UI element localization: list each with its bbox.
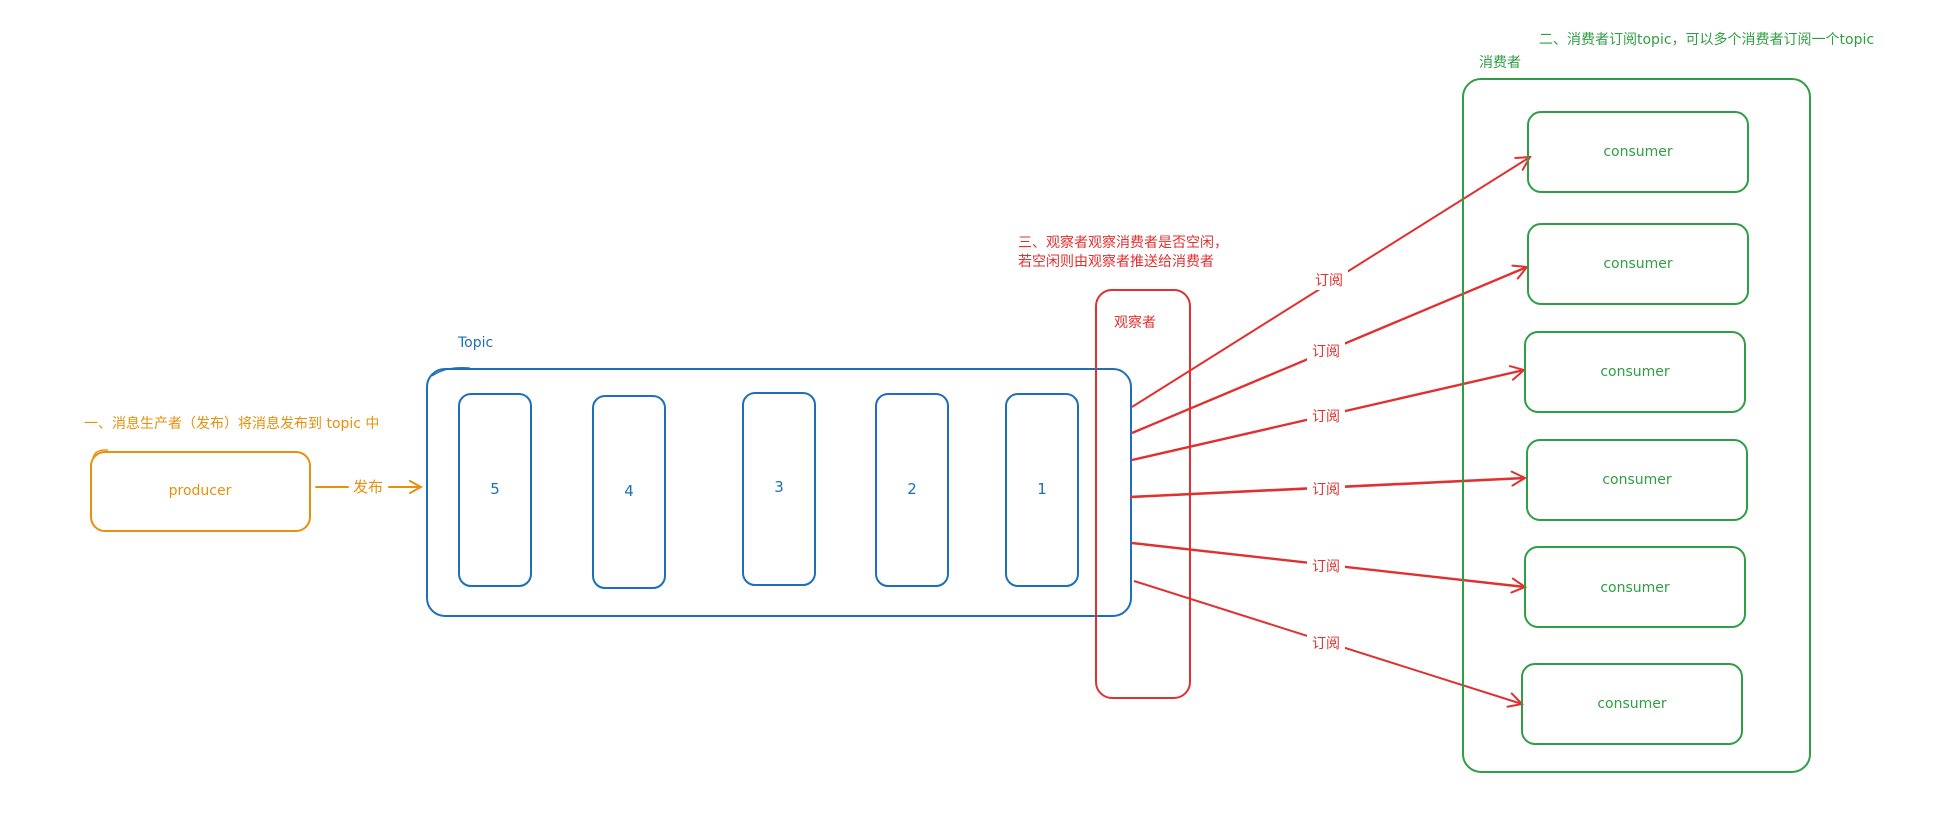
topic-message-number: 3 bbox=[774, 478, 784, 496]
topic-message-number: 4 bbox=[624, 482, 634, 500]
subscribe-label: 订阅 bbox=[1315, 273, 1343, 289]
topic-message-slot: 3 bbox=[742, 392, 816, 586]
observer-label: 观察者 bbox=[1114, 314, 1156, 331]
topic-title: Topic bbox=[457, 335, 493, 351]
consumer-note: 二、消费者订阅topic，可以多个消费者订阅一个topic bbox=[1539, 31, 1874, 48]
topic-message-slot: 2 bbox=[875, 393, 949, 587]
consumer-group-label: 消费者 bbox=[1479, 55, 1521, 71]
consumer-box[interactable]: consumer bbox=[1526, 439, 1748, 521]
consumer-box[interactable]: consumer bbox=[1527, 223, 1749, 305]
topic-section: Topic 5 4 3 2 1 bbox=[426, 335, 1132, 617]
topic-message-number: 5 bbox=[490, 480, 500, 498]
subscribe-arrow: 订阅 bbox=[1131, 157, 1530, 408]
subscribe-arrow: 订阅 bbox=[1133, 580, 1522, 704]
subscribe-arrow: 订阅 bbox=[1131, 541, 1525, 587]
subscribe-arrow: 订阅 bbox=[1129, 477, 1525, 499]
consumer-label: consumer bbox=[1597, 696, 1667, 712]
publish-label: 发布 bbox=[353, 478, 383, 496]
subscribe-label: 订阅 bbox=[1312, 636, 1340, 652]
topic-container bbox=[426, 368, 1132, 617]
consumer-label: consumer bbox=[1603, 256, 1673, 272]
consumer-box[interactable]: consumer bbox=[1524, 331, 1746, 413]
topic-message-slot: 4 bbox=[592, 395, 666, 589]
producer-box[interactable]: producer bbox=[90, 449, 311, 532]
observer-note-line1: 三、观察者观察消费者是否空闲， bbox=[1018, 234, 1228, 251]
producer-note: 一、消息生产者（发布）将消息发布到 topic 中 bbox=[84, 415, 379, 432]
subscribe-label: 订阅 bbox=[1312, 559, 1340, 575]
subscribe-arrow: 订阅 bbox=[1131, 267, 1527, 435]
subscribe-label: 订阅 bbox=[1312, 344, 1340, 360]
consumer-label: consumer bbox=[1600, 580, 1670, 596]
subscribe-label: 订阅 bbox=[1312, 482, 1340, 498]
subscribe-arrow: 订阅 bbox=[1131, 370, 1524, 462]
topic-message-slot: 5 bbox=[458, 393, 532, 587]
observer-note-line2: 若空闲则由观察者推送给消费者 bbox=[1018, 253, 1214, 270]
topic-message-slot: 1 bbox=[1005, 393, 1079, 587]
topic-message-number: 1 bbox=[1037, 480, 1047, 498]
consumer-label: consumer bbox=[1603, 144, 1673, 160]
producer-section: 一、消息生产者（发布）将消息发布到 topic 中 producer 发布 bbox=[84, 415, 421, 532]
consumer-label: consumer bbox=[1602, 472, 1672, 488]
topic-message-number: 2 bbox=[907, 480, 917, 498]
subscribe-label: 订阅 bbox=[1312, 409, 1340, 425]
consumer-group-container bbox=[1462, 78, 1811, 773]
consumer-section: 二、消费者订阅topic，可以多个消费者订阅一个topic 消费者 consum… bbox=[1462, 31, 1874, 773]
consumer-box[interactable]: consumer bbox=[1521, 663, 1743, 745]
observer-section: 三、观察者观察消费者是否空闲， 若空闲则由观察者推送给消费者 观察者 订阅 订阅… bbox=[1018, 157, 1530, 704]
consumer-box[interactable]: consumer bbox=[1524, 546, 1746, 628]
producer-label: producer bbox=[169, 483, 232, 499]
consumer-label: consumer bbox=[1600, 364, 1670, 380]
consumer-box[interactable]: consumer bbox=[1527, 111, 1749, 193]
publish-arrow: 发布 bbox=[315, 478, 421, 496]
